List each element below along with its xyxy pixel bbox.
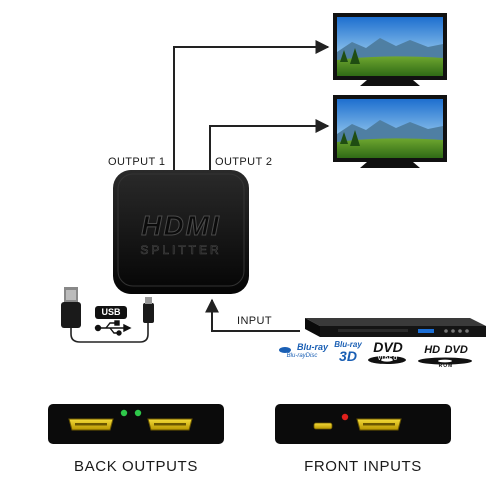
- back-panel: [48, 404, 224, 444]
- usb-plug-icon: [61, 287, 81, 328]
- splitter-brand: HDMI: [141, 210, 221, 242]
- output1-label: OUTPUT 1: [108, 156, 166, 168]
- hddvd-logo-text: HD DVD ROM: [424, 344, 468, 369]
- dvd-video-logo: [368, 356, 406, 364]
- tv-icon: [333, 13, 447, 86]
- usb-cable: [61, 287, 154, 343]
- bluray-logo-text: Blu-ray Blu-rayDisc: [286, 342, 328, 359]
- output1-line: [173, 40, 330, 170]
- green-led: [120, 409, 128, 417]
- red-led: [341, 413, 349, 421]
- bluray-logo: [279, 347, 291, 353]
- dvd-video-logo-text: DVD VIDEO: [373, 339, 403, 363]
- hdmi-port-icon: [356, 418, 402, 431]
- output2-line: [209, 119, 330, 170]
- tv-icon: [333, 95, 447, 168]
- usb-tag-label: USB: [101, 307, 121, 317]
- hdmi-port-icon: [68, 418, 114, 431]
- usb-symbol-icon: [94, 320, 132, 336]
- bluray3d-logo-text: Blu-ray 3D: [334, 340, 362, 364]
- connection-lines: [173, 40, 330, 332]
- hddvd-logo: [418, 357, 472, 365]
- dvd-player-icon: [305, 318, 486, 337]
- input-label: INPUT: [237, 315, 272, 327]
- front-inputs-caption: FRONT INPUTS: [304, 458, 422, 475]
- usb-tag: [95, 306, 127, 319]
- hdmi-port-icon: [147, 418, 193, 431]
- input-line: [205, 298, 300, 332]
- output2-label: OUTPUT 2: [215, 156, 273, 168]
- micro-usb-port-icon: [313, 422, 333, 430]
- micro-usb-plug-icon: [143, 297, 154, 323]
- splitter-model: SPLITTER: [140, 243, 222, 258]
- front-panel: [275, 404, 451, 444]
- hdmi-splitter-device: [113, 170, 249, 294]
- back-outputs-caption: BACK OUTPUTS: [74, 458, 198, 475]
- green-led: [134, 409, 142, 417]
